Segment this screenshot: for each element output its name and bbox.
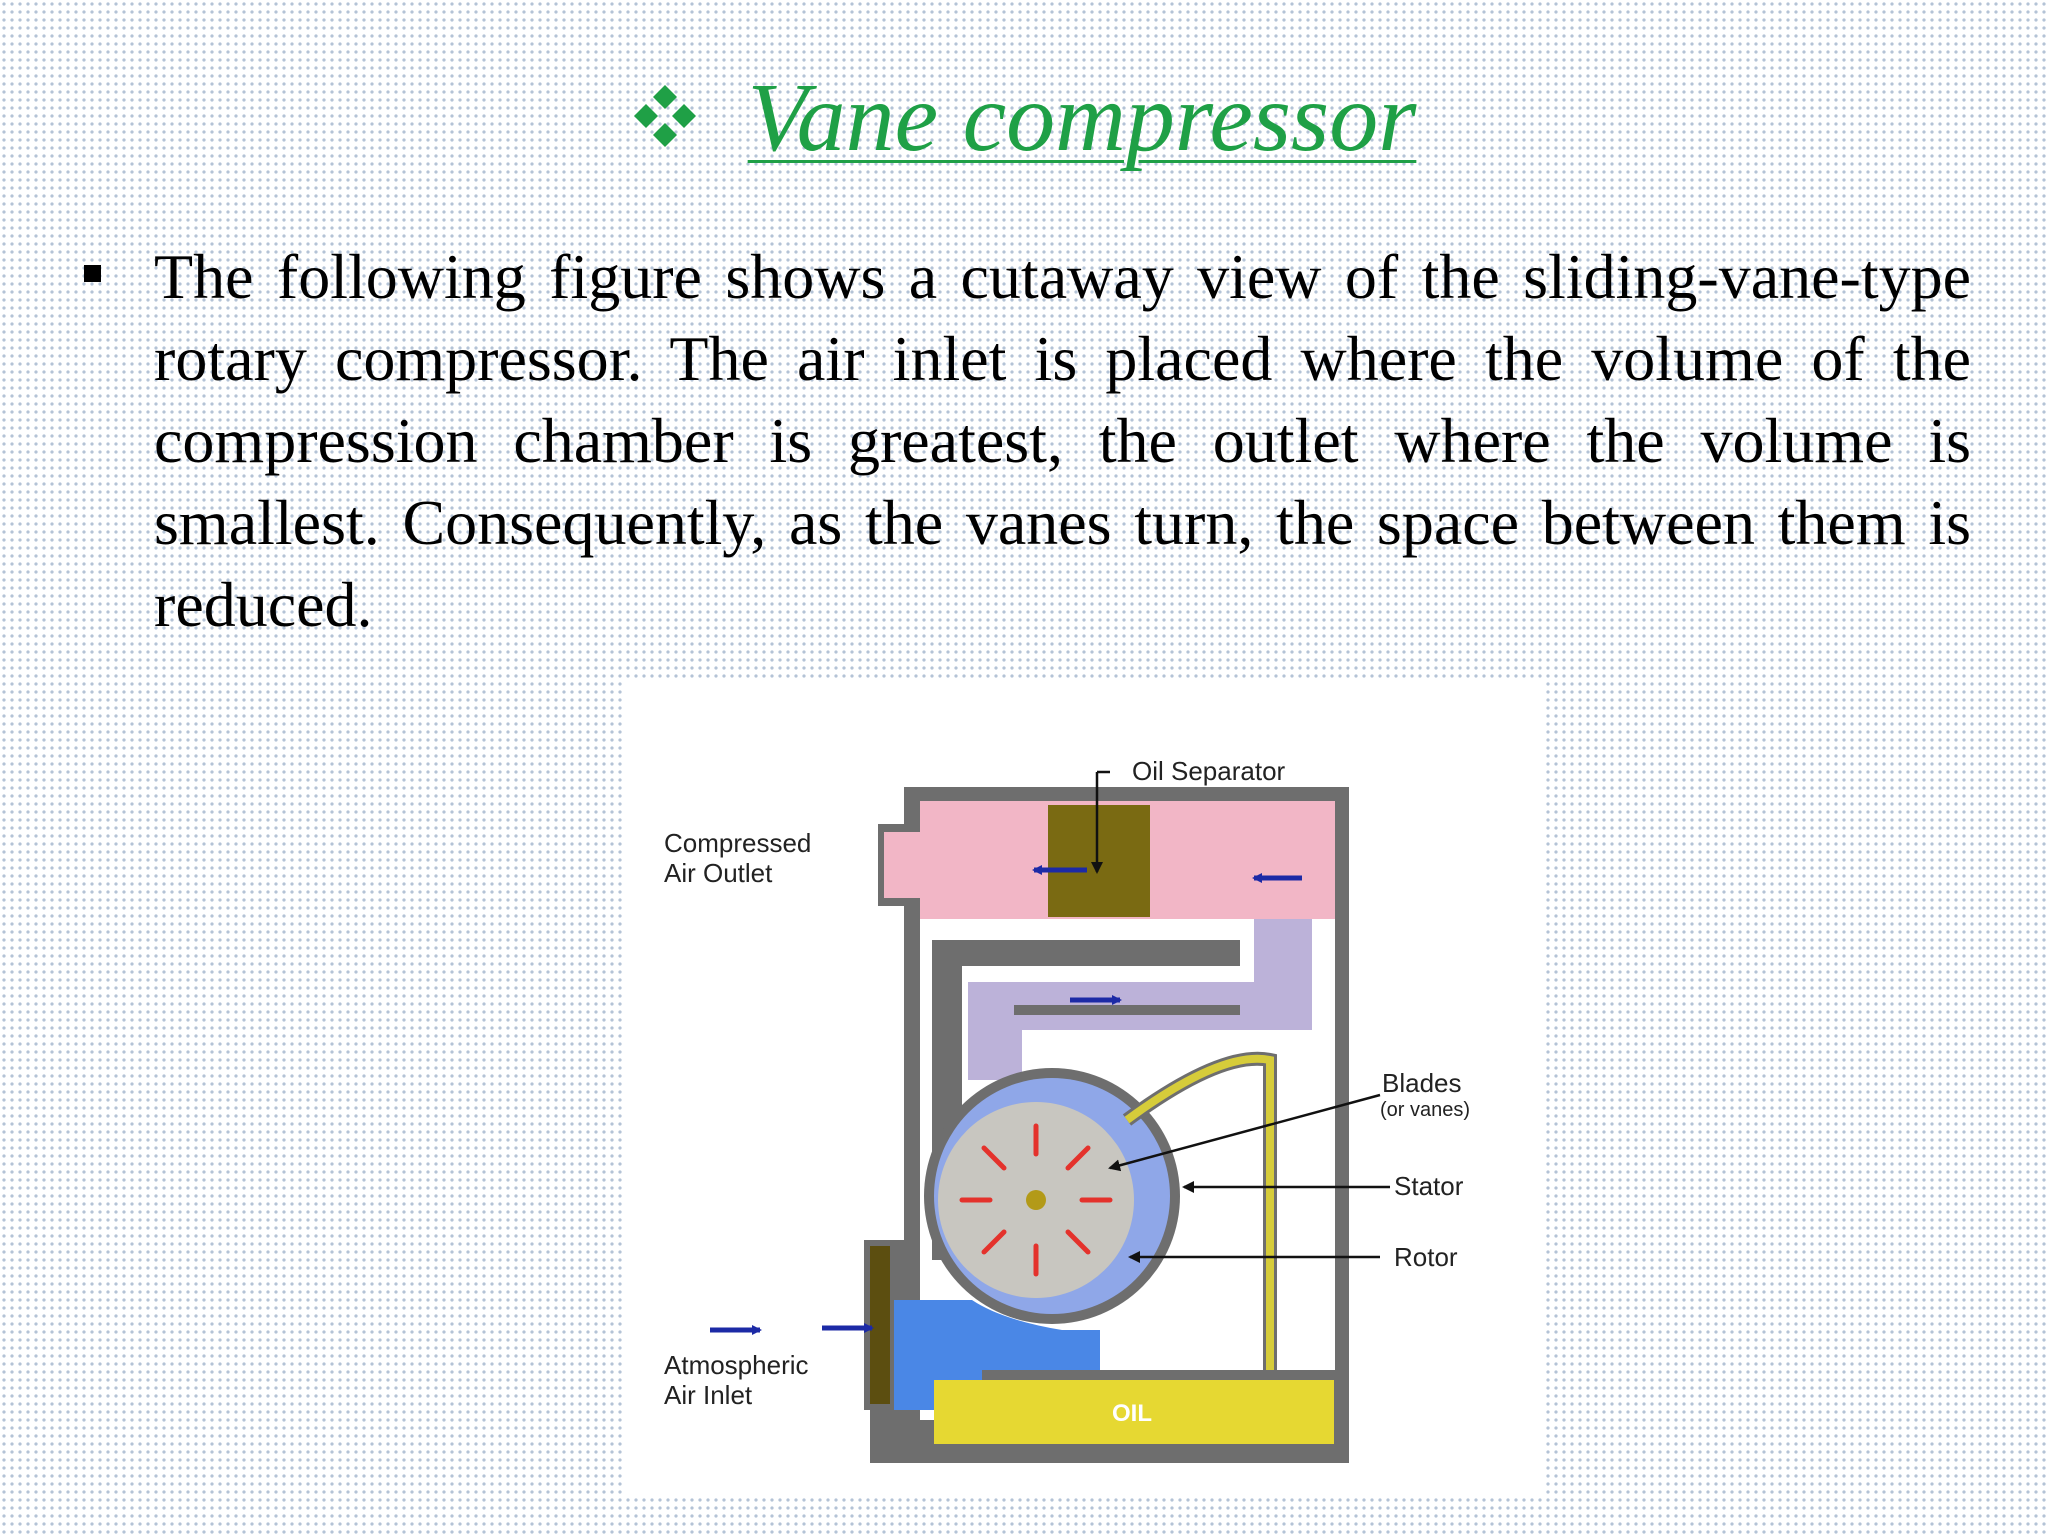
compressor-diagram: OIL Oil Separator Compressed Air Outlet … xyxy=(622,680,1546,1494)
slide-title: Vane compressor xyxy=(0,62,2048,174)
inlet-label-line1: Atmospheric xyxy=(664,1350,809,1380)
blades xyxy=(959,1123,1113,1277)
stator-label: Stator xyxy=(1394,1171,1464,1201)
oil-label: OIL xyxy=(1112,1400,1152,1427)
body-paragraph: The following figure shows a cutaway vie… xyxy=(154,241,1971,640)
outlet-label-line2: Air Outlet xyxy=(664,858,773,888)
blades-note-label: (or vanes) xyxy=(1380,1099,1470,1121)
oil-reservoir xyxy=(934,1380,1334,1444)
title-text: Vane compressor xyxy=(747,64,1417,172)
flow-arrows xyxy=(710,865,1302,1335)
oil-separator-block xyxy=(1048,805,1150,917)
outlet-label-line1: Compressed xyxy=(664,828,811,858)
blades-label: Blades xyxy=(1382,1068,1462,1098)
rotor-label: Rotor xyxy=(1394,1242,1458,1272)
inlet-label-line2: Air Inlet xyxy=(664,1380,753,1410)
discharge-passage xyxy=(968,919,1312,1080)
oil-separator-label: Oil Separator xyxy=(1132,756,1286,786)
four-diamond-bullet-icon xyxy=(632,83,698,154)
leader-lines xyxy=(1091,770,1390,1263)
square-bullet-icon xyxy=(84,265,101,282)
